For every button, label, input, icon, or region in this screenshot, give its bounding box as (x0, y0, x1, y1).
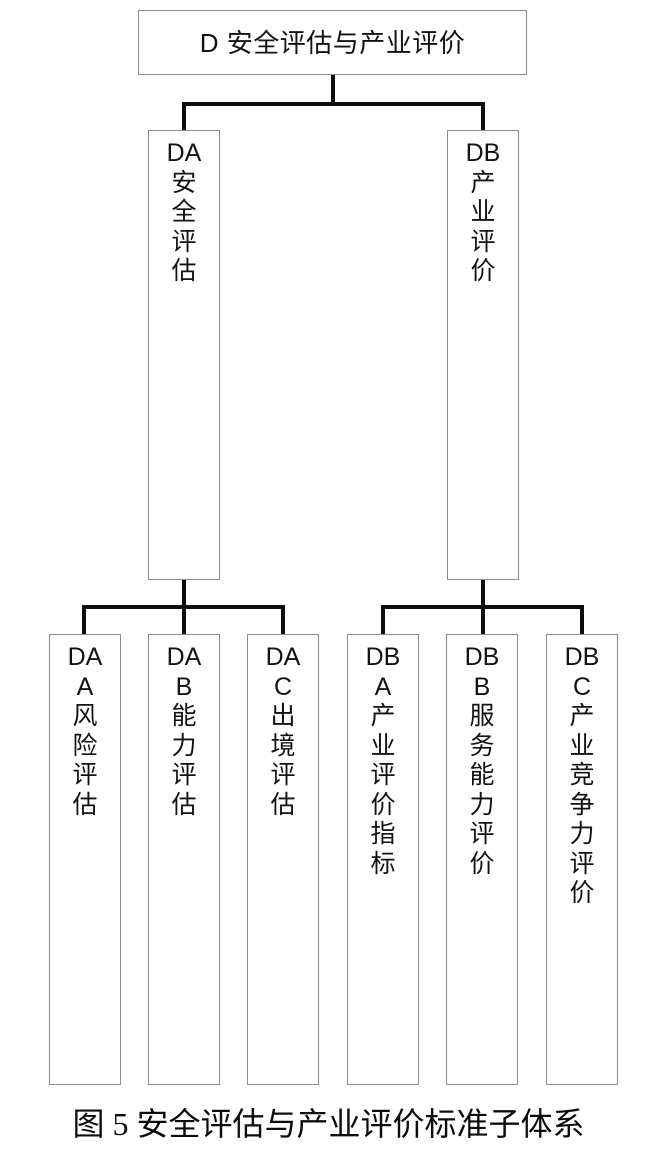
node-label-char: DA (166, 139, 202, 167)
connector-drop-to-dba (381, 605, 385, 636)
figure-caption: 图 5 安全评估与产业评价标准子体系 (72, 1106, 585, 1142)
connector-drop-to-daa (82, 605, 86, 636)
node-label-char: 风 (72, 702, 98, 730)
node-label-char: 服 (469, 702, 495, 730)
node-label-char: DB (365, 643, 401, 671)
node-label-char: 竞 (569, 761, 595, 789)
connector-root-stem (331, 75, 335, 104)
node-label-char: DB (464, 643, 500, 671)
node-label-char: 境 (270, 731, 296, 760)
node-label-char: 出 (270, 702, 296, 730)
node-label-char: 估 (171, 257, 197, 285)
node-label-char: 估 (72, 790, 98, 819)
node-label-char: B (473, 672, 491, 701)
node-label-char: A (374, 672, 392, 701)
connector-drop-to-db (481, 102, 485, 132)
node-label-char: 务 (469, 731, 495, 760)
node-label-char: 标 (370, 849, 396, 878)
node-label-char: C (572, 672, 592, 701)
node-label-char: 价 (370, 790, 396, 819)
node-label-char: 评 (569, 849, 595, 878)
node-label-char: 评 (370, 761, 396, 789)
node-label-char: DB (564, 643, 600, 671)
node-label-char: 价 (470, 257, 496, 285)
node-label-char: A (76, 672, 94, 701)
node-label-char: 安 (171, 168, 197, 197)
node-label-char: 业 (470, 198, 496, 226)
node-label-char: 评 (171, 227, 197, 256)
node-label-char: 产 (470, 168, 496, 197)
node-label-char: C (273, 672, 293, 701)
node-label-char: 估 (171, 790, 197, 819)
connector-drop-to-dac (281, 605, 285, 636)
node-d-root-label: D 安全评估与产业评价 (199, 27, 466, 58)
node-label-char: B (175, 672, 193, 701)
node-label-char: 评 (469, 820, 495, 848)
connector-drop-to-da (182, 102, 186, 132)
node-label-char: DA (265, 643, 301, 671)
node-label-char: 价 (569, 879, 595, 907)
node-label-char: DA (67, 643, 103, 671)
connector-drop-to-dbc (580, 605, 584, 636)
connector-da-horizontal-bar (82, 605, 285, 609)
node-label-char: 力 (469, 790, 495, 819)
node-label-char: 争 (569, 790, 595, 819)
node-d-root: D 安全评估与产业评价 (138, 10, 527, 75)
node-label-char: 评 (171, 761, 197, 789)
node-label-char: 价 (469, 849, 495, 878)
node-label-char: 评 (270, 761, 296, 789)
connector-root-horizontal-bar (182, 102, 485, 106)
node-label-char: 评 (470, 227, 496, 256)
node-label-char: 业 (569, 731, 595, 760)
node-label-char: 能 (469, 761, 495, 789)
node-label-char: DA (166, 643, 202, 671)
node-label-char: 险 (72, 731, 98, 760)
node-label-char: 指 (370, 820, 396, 848)
node-label-char: 全 (171, 198, 197, 226)
node-label-char: 产 (370, 702, 396, 730)
node-label-char: DB (465, 139, 501, 167)
node-label-char: 评 (72, 761, 98, 789)
node-label-char: 能 (171, 702, 197, 730)
node-label-char: 产 (569, 702, 595, 730)
node-label-char: 力 (171, 731, 197, 760)
node-label-char: 估 (270, 790, 296, 819)
connector-db-horizontal-bar (381, 605, 584, 609)
node-label-char: 力 (569, 820, 595, 848)
node-label-char: 业 (370, 731, 396, 760)
